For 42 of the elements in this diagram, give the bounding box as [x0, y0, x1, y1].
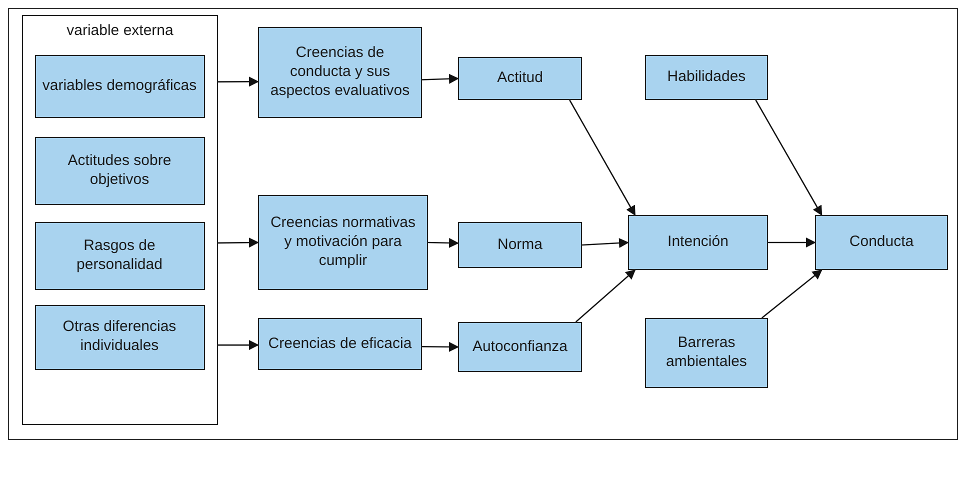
- box-label: variables demográficas: [42, 76, 197, 96]
- arrow: [768, 238, 816, 248]
- arrow: [761, 269, 822, 318]
- process-box: [815, 215, 948, 270]
- process-box: [645, 318, 768, 388]
- box-label: Habilidades: [667, 68, 746, 87]
- process-box: [645, 55, 768, 100]
- process-box: [258, 318, 422, 370]
- box-label: Actitud: [497, 69, 543, 88]
- box-label: Rasgos de personalidad: [76, 236, 164, 274]
- group-box: [22, 15, 218, 425]
- process-box: [258, 27, 422, 118]
- box-label: Creencias de eficacia: [268, 334, 412, 354]
- arrow: [582, 238, 629, 248]
- box-label: Creencias de conducta y sus aspectos evaluativos: [269, 44, 411, 101]
- arrow: [428, 238, 459, 248]
- process-box: [34, 54, 204, 118]
- process-box: [34, 222, 204, 290]
- box-label: Barreras ambientales: [665, 334, 748, 372]
- process-box: [628, 215, 768, 270]
- box-label: Actitudes sobre objetivos: [66, 152, 172, 190]
- box-label: Otras diferencias individuales: [62, 318, 178, 356]
- process-box: [258, 195, 428, 290]
- process-box: [34, 304, 204, 370]
- arrow: [218, 76, 259, 87]
- process-box: [34, 136, 204, 204]
- process-box: [458, 222, 582, 268]
- arrow: [422, 74, 459, 84]
- arrow: [218, 238, 259, 248]
- arrow: [575, 269, 636, 322]
- arrow: [422, 342, 459, 352]
- arrow: [218, 340, 259, 350]
- group-heading: variable externa: [66, 22, 174, 41]
- box-label: Norma: [497, 236, 542, 254]
- process-box: [458, 57, 582, 100]
- box-label: Conducta: [849, 233, 914, 252]
- box-label: Autoconfianza: [472, 338, 568, 356]
- arrow: [569, 100, 636, 216]
- box-label: Intención: [668, 233, 728, 252]
- box-label: Creencias normativas y motivación para cumplir: [269, 214, 417, 271]
- process-box: [458, 322, 582, 372]
- arrow: [755, 100, 822, 216]
